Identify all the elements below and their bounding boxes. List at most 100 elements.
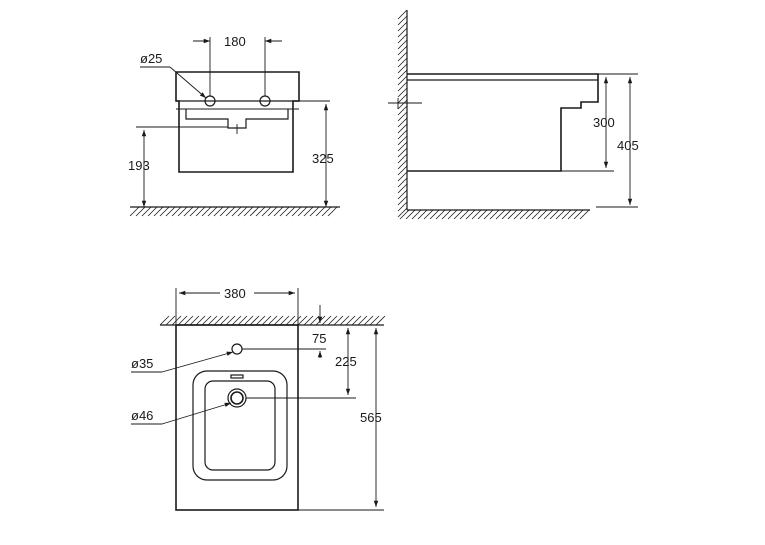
hatch-line: [549, 209, 560, 220]
front-view: 180 ø25 193 325: [128, 34, 340, 217]
hatch-line: [397, 51, 408, 62]
hatch-line: [397, 69, 408, 80]
hatch-line: [261, 315, 272, 326]
hatch-line: [417, 209, 428, 220]
hatch-line: [397, 75, 408, 86]
top-bowl-inner: [204, 380, 276, 471]
hatch-line: [369, 315, 380, 326]
hatch-line: [321, 206, 332, 217]
hatch-line: [525, 209, 536, 220]
hatch-line: [297, 315, 308, 326]
hatch-line: [441, 209, 452, 220]
hatch-line: [397, 159, 408, 170]
hatch-line: [459, 209, 470, 220]
hatch-line: [237, 315, 248, 326]
hatch-line: [483, 209, 494, 220]
hatch-line: [399, 209, 410, 220]
side-bidet-body: [407, 73, 599, 172]
hatch-line: [397, 9, 408, 20]
hatch-line: [201, 206, 212, 217]
dim-side-height-total: 405: [617, 138, 639, 153]
hatch-line: [375, 315, 386, 326]
hatch-line: [357, 315, 368, 326]
hatch-line: [207, 315, 218, 326]
hatch-line: [219, 206, 230, 217]
side-view: 300 405: [388, 9, 639, 220]
hatch-line: [333, 315, 344, 326]
hatch-line: [561, 209, 572, 220]
hatch-line: [555, 209, 566, 220]
hatch-line: [291, 315, 302, 326]
hatch-line: [237, 206, 248, 217]
top-wall-hatch: [159, 315, 386, 326]
hatch-line: [339, 315, 350, 326]
hatch-line: [537, 209, 548, 220]
hatch-line: [177, 206, 188, 217]
dim-top-outlet-offset: 225: [335, 354, 357, 369]
hatch-line: [165, 315, 176, 326]
hatch-line: [397, 87, 408, 98]
hatch-line: [397, 21, 408, 32]
hatch-line: [397, 183, 408, 194]
hatch-line: [285, 315, 296, 326]
top-bowl-outer: [192, 370, 288, 481]
hatch-line: [423, 209, 434, 220]
hatch-line: [159, 315, 170, 326]
hatch-line: [567, 209, 578, 220]
hatch-line: [405, 209, 416, 220]
hatch-line: [189, 206, 200, 217]
hatch-line: [273, 206, 284, 217]
hatch-line: [397, 117, 408, 128]
hatch-line: [397, 39, 408, 50]
hatch-line: [261, 206, 272, 217]
hatch-line: [397, 111, 408, 122]
hatch-line: [397, 123, 408, 134]
side-wall-hatch: [397, 9, 408, 218]
hatch-line: [153, 206, 164, 217]
hatch-line: [397, 135, 408, 146]
hatch-line: [231, 315, 242, 326]
hatch-line: [447, 209, 458, 220]
hatch-line: [397, 147, 408, 158]
hatch-line: [195, 206, 206, 217]
hatch-line: [397, 141, 408, 152]
hatch-line: [397, 99, 408, 110]
top-bidet-body: [175, 324, 299, 511]
hatch-line: [183, 315, 194, 326]
side-floor-hatch: [399, 209, 590, 220]
dim-top-hole-offset: 75: [312, 331, 326, 346]
hatch-line: [531, 209, 542, 220]
hatch-line: [397, 201, 408, 212]
hatch-line: [243, 315, 254, 326]
hatch-line: [225, 206, 236, 217]
dim-side-height-inner: 300: [593, 115, 615, 130]
hatch-line: [363, 315, 374, 326]
dim-top-width: 380: [224, 286, 246, 301]
hatch-line: [465, 209, 476, 220]
hatch-line: [495, 209, 506, 220]
hatch-line: [279, 315, 290, 326]
hatch-line: [513, 209, 524, 220]
hatch-line: [397, 27, 408, 38]
hatch-line: [345, 315, 356, 326]
hatch-line: [397, 45, 408, 56]
hatch-line: [397, 81, 408, 92]
hatch-line: [397, 93, 408, 104]
hatch-line: [213, 206, 224, 217]
hatch-line: [255, 206, 266, 217]
hatch-line: [219, 315, 230, 326]
hatch-line: [297, 206, 308, 217]
hatch-line: [579, 209, 590, 220]
hatch-line: [543, 209, 554, 220]
hatch-line: [303, 315, 314, 326]
hatch-line: [171, 315, 182, 326]
hatch-line: [159, 206, 170, 217]
hatch-line: [267, 315, 278, 326]
hatch-line: [195, 315, 206, 326]
hatch-line: [435, 209, 446, 220]
hatch-line: [573, 209, 584, 220]
hatch-line: [285, 206, 296, 217]
hatch-line: [279, 206, 290, 217]
front-floor-hatch: [129, 206, 338, 217]
